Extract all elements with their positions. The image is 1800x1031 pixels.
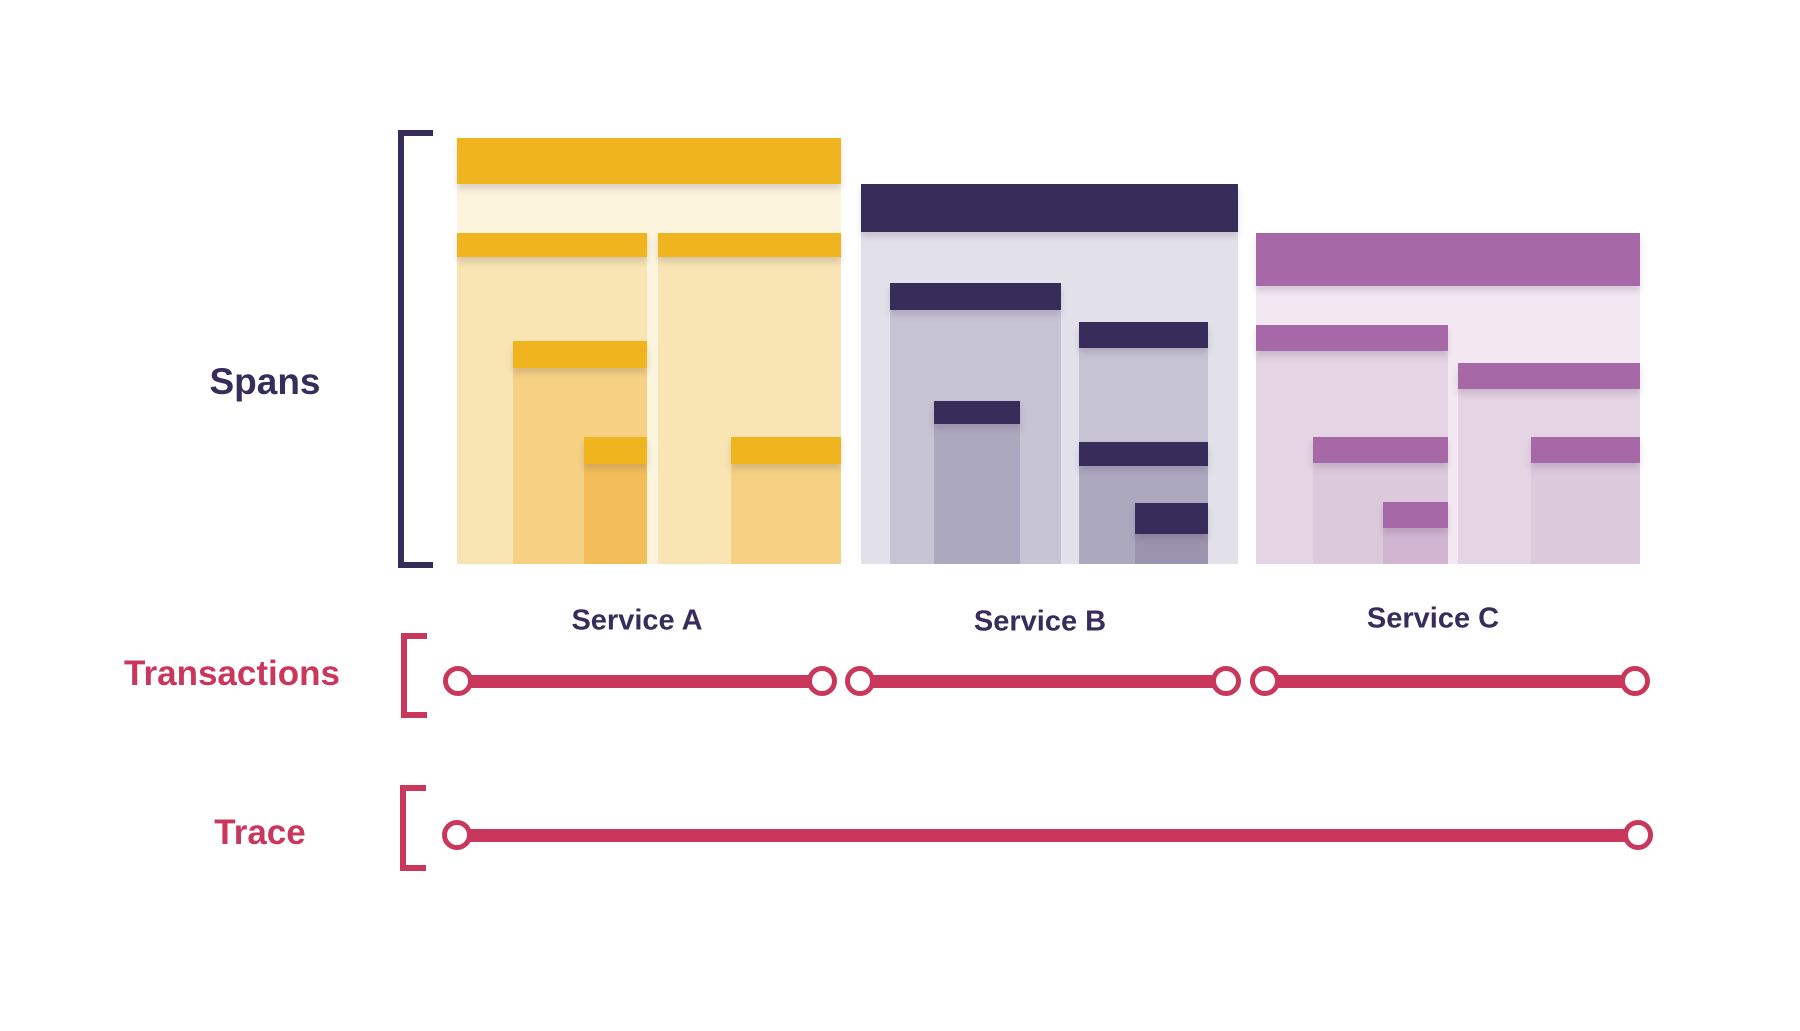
service-b-label: Service B — [973, 605, 1107, 638]
span-header — [1079, 322, 1208, 348]
timeline-endpoint-circle — [807, 666, 837, 696]
span-header — [457, 233, 647, 257]
span-header — [861, 184, 1238, 232]
timeline-line — [860, 674, 1226, 688]
spans-label: Spans — [209, 361, 321, 402]
span-header — [731, 437, 841, 464]
span-header — [934, 401, 1020, 424]
timeline-endpoint-circle — [442, 820, 472, 850]
span-header — [584, 437, 647, 464]
span-body — [1383, 528, 1448, 564]
trace-bracket — [400, 785, 426, 871]
span-body — [584, 464, 647, 564]
timeline-line — [458, 674, 822, 688]
span-header — [1256, 325, 1448, 351]
service-a-label: Service A — [571, 604, 703, 637]
span-header — [658, 233, 841, 257]
timeline-endpoint-circle — [1623, 820, 1653, 850]
spans-bracket — [398, 130, 433, 568]
span-header — [890, 283, 1061, 310]
timeline-endpoint-circle — [1211, 666, 1241, 696]
transactions-bracket — [401, 633, 427, 718]
span-header — [1256, 233, 1640, 286]
timeline-endpoint-circle — [845, 666, 875, 696]
span-header — [1079, 442, 1208, 466]
span-body — [731, 464, 841, 564]
trace-label: Trace — [214, 813, 306, 852]
timeline-endpoint-circle — [443, 666, 473, 696]
timeline-endpoint-circle — [1620, 666, 1650, 696]
transactions-label: Transactions — [124, 654, 340, 693]
service-c-label: Service C — [1366, 602, 1500, 635]
span-header — [513, 341, 647, 368]
span-header — [1383, 502, 1448, 528]
span-header — [1531, 437, 1640, 463]
span-body — [1135, 534, 1208, 564]
span-header — [1135, 503, 1208, 534]
span-body — [1531, 463, 1640, 564]
timeline-endpoint-circle — [1250, 666, 1280, 696]
timeline-line — [1265, 674, 1635, 688]
timeline-line — [457, 828, 1638, 842]
span-header — [457, 138, 841, 184]
span-body — [934, 424, 1020, 564]
span-header — [1458, 363, 1640, 389]
span-header — [1313, 437, 1448, 463]
